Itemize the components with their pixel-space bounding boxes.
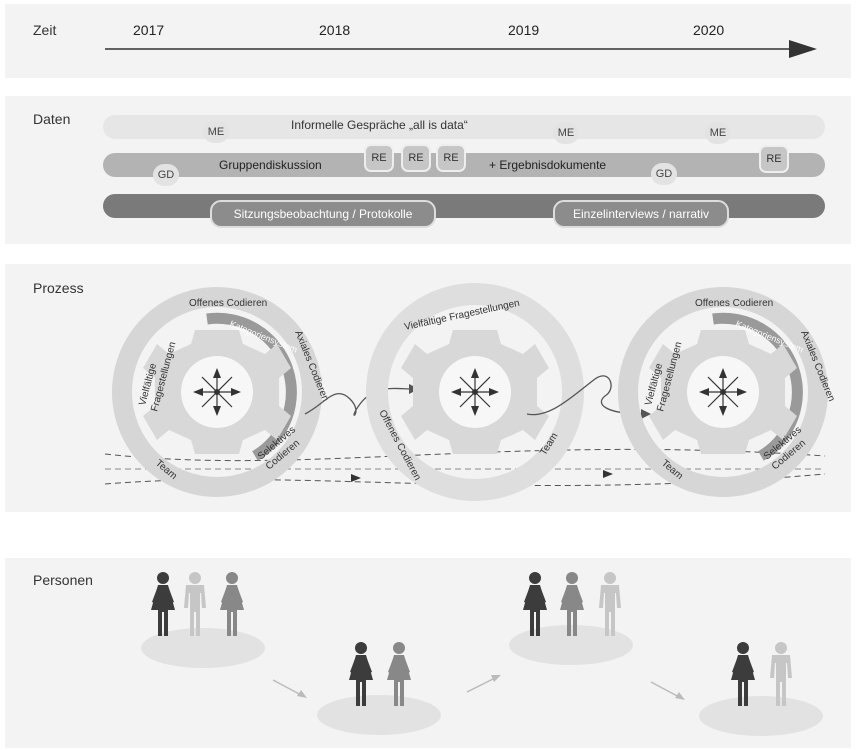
person-3-1 xyxy=(523,572,547,636)
year-2019: 2019 xyxy=(508,22,540,38)
cycle3-offenes-label: Offenes Codieren xyxy=(695,298,773,309)
results-label: + Ergebnisdokumente xyxy=(489,158,607,172)
gd-badge-1: GD xyxy=(153,164,179,186)
group1-base xyxy=(141,628,265,668)
person-3-3 xyxy=(599,572,621,636)
timeline-arrow xyxy=(105,40,817,58)
personen-title: Personen xyxy=(33,572,93,588)
interviews-label: Einzelinterviews / narrativ xyxy=(553,200,729,228)
me-badge-2: ME xyxy=(553,122,579,144)
panel-prozess: Prozess xyxy=(5,264,851,512)
panel-personen: Personen xyxy=(5,558,851,748)
prozess-title: Prozess xyxy=(33,280,84,296)
year-2017: 2017 xyxy=(133,22,165,38)
process-diagram: Offenes Codieren Kategoriensystem Axiale… xyxy=(104,283,837,501)
observation-label: Sitzungsbeobachtung / Protokolle xyxy=(210,200,436,228)
person-1-1 xyxy=(151,572,175,636)
person-1-3 xyxy=(220,572,244,636)
group-label: Gruppendiskussion xyxy=(219,158,322,172)
gd-badge-2: GD xyxy=(651,163,677,185)
re-badge-2: RE xyxy=(401,144,431,172)
informal-label: Informelle Gespräche „all is data“ xyxy=(291,118,468,132)
persons-diagram xyxy=(141,572,823,736)
re-badge-1: RE xyxy=(364,144,394,172)
year-2018: 2018 xyxy=(319,22,351,38)
me-badge-1: ME xyxy=(203,121,229,143)
zeit-title: Zeit xyxy=(33,22,57,38)
daten-title: Daten xyxy=(33,111,71,127)
group2-base xyxy=(317,695,441,735)
group4-base xyxy=(699,696,823,736)
re-badge-4: RE xyxy=(759,145,789,173)
re-badge-3: RE xyxy=(436,144,466,172)
person-1-2 xyxy=(184,572,206,636)
panel-daten: Daten Informelle Gespräche „all is data“… xyxy=(5,96,851,244)
cycle1-offenes-label: Offenes Codieren xyxy=(189,298,267,309)
panel-zeit: Zeit 2017 2018 2019 2020 xyxy=(5,4,851,78)
me-badge-3: ME xyxy=(705,122,731,144)
year-2020: 2020 xyxy=(693,22,725,38)
